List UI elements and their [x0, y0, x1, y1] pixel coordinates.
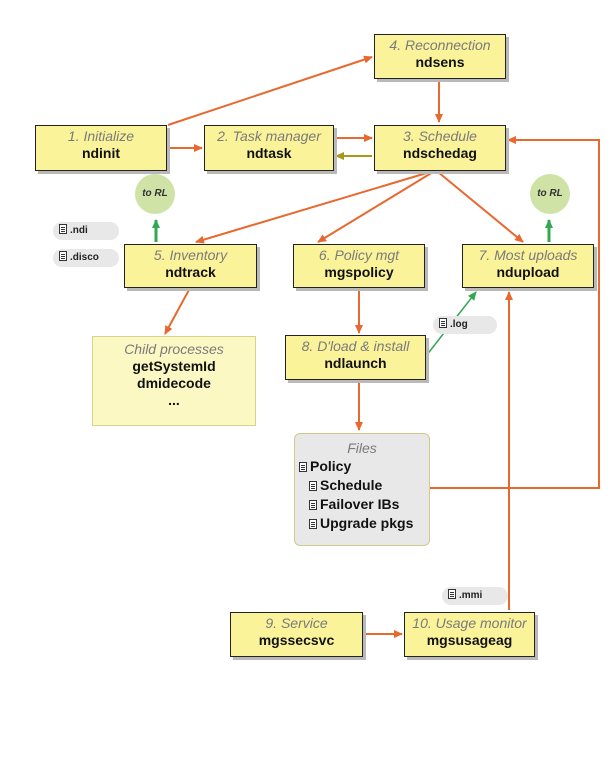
- node-command: ndschedag: [403, 145, 477, 161]
- node-most-uploads: 7. Most uploads ndupload: [462, 244, 594, 288]
- file-item: Failover IBs: [295, 495, 429, 514]
- pill-label: .disco: [70, 252, 99, 263]
- child-processes-title: Child processes: [124, 341, 224, 357]
- arrow-inventory-to-child-processes: [164, 287, 191, 335]
- node-command: mgssecsvc: [258, 632, 335, 648]
- node-task-manager: 2. Task manager ndtask: [204, 125, 334, 171]
- file-item-label: Schedule: [320, 477, 383, 493]
- arrow-schedule-to-policy-mgt: [317, 171, 434, 243]
- node-dload-install: 8. D'load & install ndlaunch: [285, 335, 426, 380]
- document-icon: [309, 519, 317, 529]
- file-pill-ndi: .ndi: [53, 222, 119, 240]
- file-pill-mmi: .mmi: [442, 587, 508, 605]
- document-icon: [59, 251, 67, 261]
- arrow-schedule-to-inventory: [195, 171, 431, 244]
- arrow-schedule-file-to-schedule: [398, 136, 600, 489]
- pill-label: .log: [450, 319, 468, 330]
- file-item: Policy: [295, 457, 429, 476]
- node-service: 9. Service mgssecsvc: [230, 612, 363, 657]
- node-title: 7. Most uploads: [478, 247, 578, 263]
- node-title: 1. Initialize: [67, 128, 135, 144]
- child-processes-box: Child processes getSystemId dmidecode ..…: [92, 336, 256, 426]
- node-command: ndupload: [496, 264, 560, 280]
- node-command: ndinit: [81, 145, 121, 161]
- document-icon: [59, 224, 67, 234]
- node-usage-monitor: 10. Usage monitor mgsusageag: [404, 612, 535, 657]
- node-title: 4. Reconnection: [389, 37, 491, 53]
- document-icon: [448, 589, 456, 599]
- node-schedule: 3. Schedule ndschedag: [374, 125, 506, 171]
- file-pill-disco: .disco: [53, 249, 119, 267]
- node-title: 5. Inventory: [153, 247, 228, 263]
- file-item-label: Failover IBs: [320, 496, 400, 512]
- node-command: ndsens: [415, 54, 465, 70]
- pill-label: .ndi: [70, 225, 88, 236]
- document-icon: [309, 481, 317, 491]
- node-title: 8. D'load & install: [301, 338, 410, 354]
- child-process-item: getSystemId: [132, 358, 216, 374]
- node-inventory: 5. Inventory ndtrack: [124, 244, 257, 288]
- node-title: 6. Policy mgt: [318, 247, 400, 263]
- to-rl-badge: to RL: [135, 174, 175, 214]
- arrow-initialize-to-reconnection: [167, 55, 373, 126]
- files-box: Files Policy Schedule Failover IBs Upgra…: [294, 433, 430, 546]
- document-icon: [299, 462, 307, 472]
- file-item-label: Policy: [310, 458, 352, 474]
- file-item-label: Upgrade pkgs: [320, 515, 414, 531]
- node-title: 3. Schedule: [403, 128, 477, 144]
- node-command: ndlaunch: [324, 355, 387, 371]
- files-title: Files: [347, 440, 377, 456]
- node-initialize: 1. Initialize ndinit: [35, 125, 167, 171]
- node-command: mgspolicy: [324, 264, 394, 280]
- file-pill-log: .log: [433, 316, 497, 334]
- file-item: Upgrade pkgs: [295, 514, 429, 533]
- node-reconnection: 4. Reconnection ndsens: [374, 34, 506, 79]
- child-process-item: ...: [168, 392, 180, 408]
- document-icon: [309, 500, 317, 510]
- node-title: 2. Task manager: [217, 128, 321, 144]
- node-command: ndtask: [246, 145, 292, 161]
- node-policy-mgt: 6. Policy mgt mgspolicy: [293, 244, 425, 288]
- document-icon: [439, 318, 447, 328]
- arrow-schedule-to-most-uploads: [437, 171, 524, 243]
- node-title: 9. Service: [265, 615, 328, 631]
- node-title: 10. Usage monitor: [412, 615, 527, 631]
- child-process-item: dmidecode: [137, 375, 211, 391]
- node-command: ndtrack: [165, 264, 216, 280]
- to-rl-badge: to RL: [530, 174, 570, 214]
- node-command: mgsusageag: [426, 632, 513, 648]
- file-item: Schedule: [295, 476, 429, 495]
- pill-label: .mmi: [459, 590, 483, 601]
